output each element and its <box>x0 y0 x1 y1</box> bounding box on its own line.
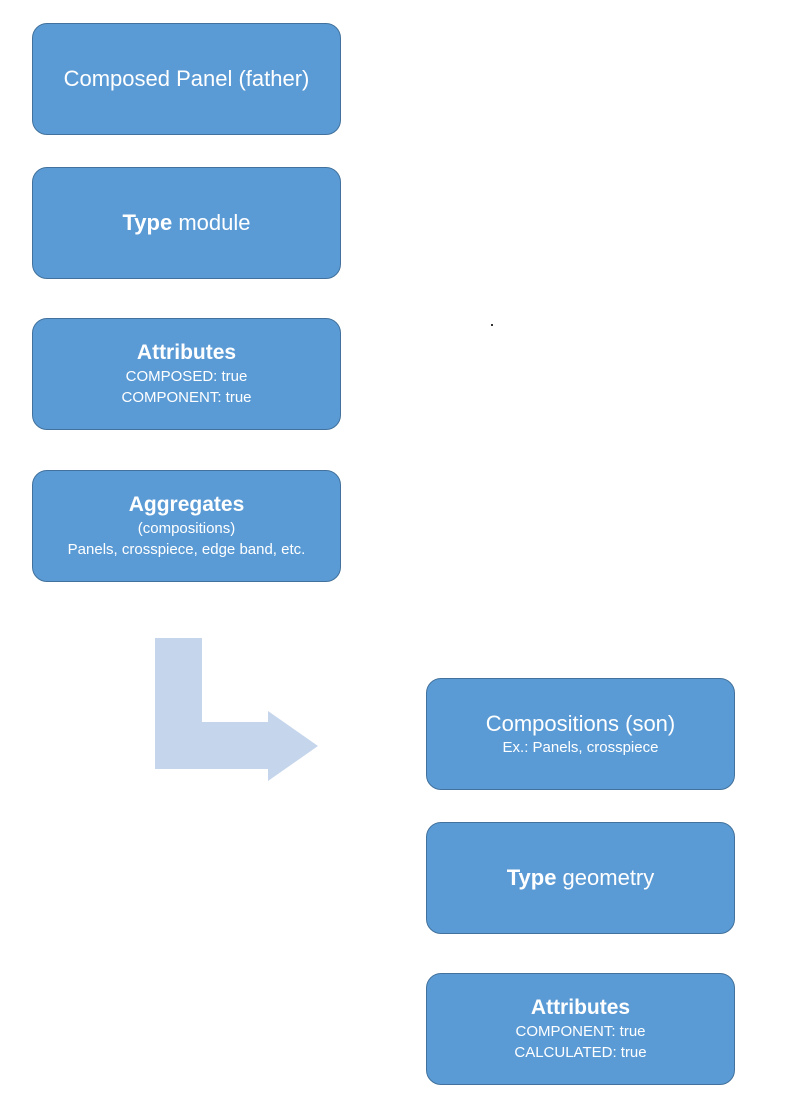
example-line: Ex.: Panels, crosspiece <box>502 739 659 757</box>
box-title: Attributes <box>136 340 237 364</box>
son-attributes-box: Attributes COMPONENT: true CALCULATED: t… <box>426 973 735 1085</box>
box-title: Attributes <box>530 995 631 1019</box>
attribute-line: CALCULATED: true <box>514 1044 647 1062</box>
box-title: Aggregates <box>128 492 245 516</box>
stray-dot <box>491 324 493 326</box>
type-value: geometry <box>556 865 655 891</box>
compositions-son-box: Compositions (son) Ex.: Panels, crosspie… <box>426 678 735 790</box>
box-title: Type geometry <box>507 864 655 892</box>
type-keyword: Type <box>122 210 173 236</box>
box-title: Type module <box>123 209 251 237</box>
father-aggregates-box: Aggregates (compositions) Panels, crossp… <box>32 470 341 582</box>
type-value: module <box>172 210 251 236</box>
bent-arrow-icon <box>155 638 318 781</box>
aggregate-line: Panels, crosspiece, edge band, etc. <box>67 541 306 559</box>
father-type-box: Type module <box>32 167 341 279</box>
box-title: Composed Panel (father) <box>63 66 310 92</box>
attribute-line: COMPONENT: true <box>515 1023 646 1041</box>
aggregate-line: (compositions) <box>137 520 236 538</box>
attribute-line: COMPONENT: true <box>121 389 252 407</box>
type-keyword: Type <box>506 865 557 891</box>
father-attributes-box: Attributes COMPOSED: true COMPONENT: tru… <box>32 318 341 430</box>
box-title: Compositions (son) <box>485 710 676 736</box>
attribute-line: COMPOSED: true <box>125 368 248 386</box>
son-type-box: Type geometry <box>426 822 735 934</box>
composed-panel-father-box: Composed Panel (father) <box>32 23 341 135</box>
